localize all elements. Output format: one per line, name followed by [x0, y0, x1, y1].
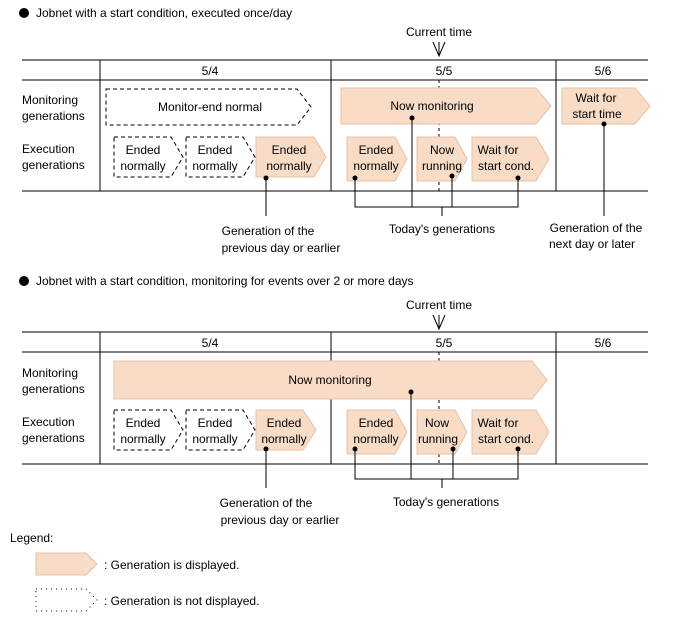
section2-row-execution-1: Execution: [22, 415, 75, 429]
section1-label-next-2: next day or later: [549, 237, 635, 251]
section2-row-execution-2: generations: [22, 431, 85, 445]
section1-wait-start-time-text-1: Wait for: [576, 91, 617, 105]
section1-exec-ended-3-shape: [255, 136, 327, 178]
section2-exec-now-running-shape: [416, 409, 468, 455]
section1-row-monitoring-1: Monitoring: [22, 93, 78, 107]
section2-bullet: [19, 276, 29, 286]
section2-exec-ended-2-shape: [185, 409, 256, 451]
section1-exec-ended-today-shape: [346, 136, 408, 182]
section1-exec-ended-3-text-2: normally: [266, 159, 311, 173]
legend-not-displayed-text: : Generation is not displayed.: [104, 594, 259, 608]
section2-exec-ended-2-text-1: Ended: [198, 416, 233, 430]
section2-exec-wait-cond-text-2: start cond.: [478, 432, 534, 446]
section2-now-monitoring-text: Now monitoring: [288, 373, 371, 387]
section2-col-5-5: 5/5: [436, 336, 453, 350]
section1-exec-ended-2-text-2: normally: [192, 159, 237, 173]
section2-label-prev-1: Generation of the: [220, 496, 313, 510]
section2-today-bracket: [354, 449, 519, 480]
section2-exec-wait-cond-shape: [471, 409, 550, 455]
section1-exec-wait-cond-shape: [471, 136, 550, 182]
section1-label-prev-2: previous day or earlier: [222, 241, 341, 255]
section2-exec-ended-today-text-1: Ended: [359, 416, 394, 430]
section2-label-today: Today's generations: [393, 495, 499, 509]
section2-exec-wait-cond-text-1: Wait for: [478, 416, 519, 430]
section2-exec-ended-today-shape: [346, 409, 408, 455]
section1-now-monitoring-text: Now monitoring: [390, 99, 473, 113]
section1-monitor-end-normal-text: Monitor-end normal: [158, 100, 262, 114]
section1-wait-start-time-text-2: start time: [572, 107, 622, 121]
section1-label-next-1: Generation of the: [550, 221, 643, 235]
section2-exec-ended-2-text-2: normally: [192, 432, 237, 446]
section2-exec-now-running-text-2: running: [418, 432, 458, 446]
section1-wait-start-time-shape: [561, 87, 651, 125]
legend-title: Legend:: [10, 531, 53, 545]
section2-row-monitoring-2: generations: [22, 382, 85, 396]
section2-exec-ended-today-text-2: normally: [353, 432, 398, 446]
section1-row-monitoring-2: generations: [22, 109, 85, 123]
section1-exec-ended-3-text-1: Ended: [272, 143, 307, 157]
section1-row-execution-1: Execution: [22, 142, 75, 156]
section2-col-5-4: 5/4: [202, 336, 219, 350]
section1-exec-ended-2-shape: [185, 136, 256, 178]
section1-exec-now-running-text-1: Now: [430, 143, 454, 157]
section2-exec-ended-3-text-1: Ended: [267, 416, 302, 430]
section1-monitor-end-normal-shape: [105, 88, 312, 126]
section2-label-prev-2: previous day or earlier: [221, 513, 340, 527]
section1-col-5-6: 5/6: [595, 64, 612, 78]
section1-exec-ended-today-text-1: Ended: [359, 143, 394, 157]
section1-row-execution-2: generations: [22, 158, 85, 172]
section2-exec-ended-1-shape: [113, 409, 184, 451]
section1-label-prev-1: Generation of the: [222, 224, 315, 238]
section2-row-monitoring-1: Monitoring: [22, 366, 78, 380]
legend-displayed-shape: [35, 552, 98, 576]
section2-title: Jobnet with a start condition, monitorin…: [36, 274, 414, 288]
section1-exec-ended-1-text-1: Ended: [126, 143, 161, 157]
section1-col-5-4: 5/4: [202, 64, 219, 78]
section2-col-5-6: 5/6: [595, 336, 612, 350]
section1-exec-wait-cond-text-2: start cond.: [478, 159, 534, 173]
section1-exec-wait-cond-text-1: Wait for: [478, 143, 519, 157]
section2-exec-ended-3-text-2: normally: [261, 432, 306, 446]
section2-exec-now-running-text-1: Now: [425, 416, 449, 430]
section1-current-time-label: Current time: [406, 25, 472, 39]
section1-title: Jobnet with a start condition, executed …: [36, 6, 292, 20]
section1-exec-now-running-text-2: running: [422, 159, 462, 173]
section1-today-bracket: [354, 178, 519, 208]
section1-exec-ended-1-text-2: normally: [120, 159, 165, 173]
section1-col-5-5: 5/5: [436, 64, 453, 78]
section2-now-monitoring-shape: [113, 360, 548, 400]
section1-exec-now-running-shape: [416, 136, 468, 182]
legend-displayed-text: : Generation is displayed.: [104, 558, 239, 572]
section2-exec-ended-1-text-2: normally: [120, 432, 165, 446]
section1-bullet: [19, 8, 29, 18]
section1-exec-ended-today-text-2: normally: [353, 159, 398, 173]
section2-exec-ended-1-text-1: Ended: [126, 416, 161, 430]
legend-not-displayed-shape: [35, 588, 98, 612]
section2-current-time-label: Current time: [406, 298, 472, 312]
section1-exec-ended-1-shape: [113, 136, 184, 178]
section2-exec-ended-3-shape: [255, 409, 317, 451]
section1-exec-ended-2-text-1: Ended: [198, 143, 233, 157]
section1-label-today: Today's generations: [389, 222, 495, 236]
section1-now-monitoring-shape: [340, 87, 552, 125]
